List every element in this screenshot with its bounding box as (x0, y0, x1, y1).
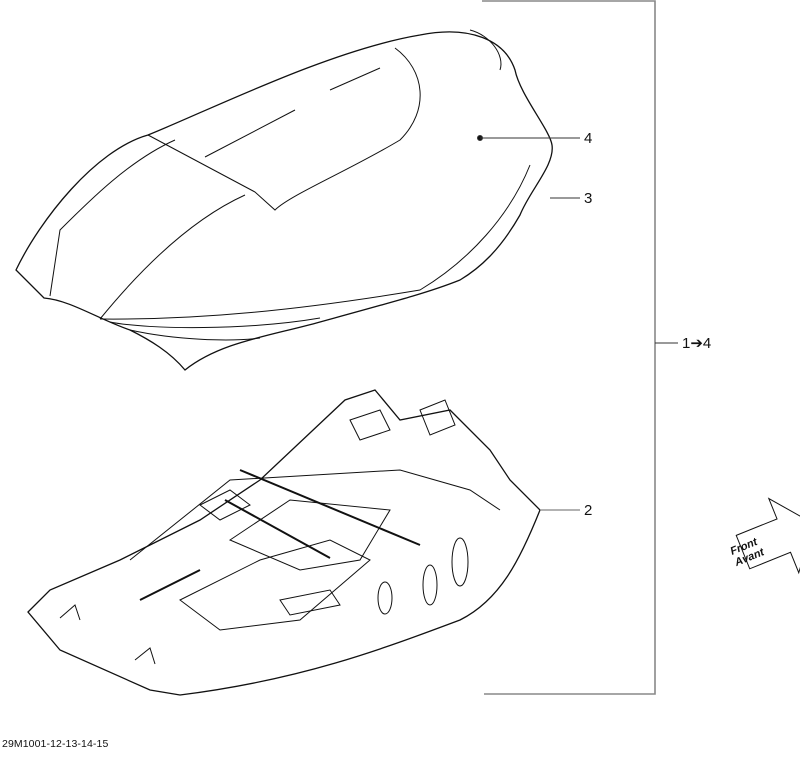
callout-2: 2 (584, 502, 593, 519)
seat-cover-drawing (15, 29, 553, 371)
drawing-code: 29M1001-12-13-14-15 (2, 738, 109, 750)
callout-1-to-4: 1➔4 (682, 335, 712, 352)
assembly-bracket (482, 0, 678, 695)
callout-3: 3 (584, 190, 593, 207)
leader-lines (477, 135, 580, 511)
seat-base-drawing (27, 389, 541, 696)
front-direction-arrow (735, 497, 800, 575)
callout-4: 4 (584, 130, 593, 147)
